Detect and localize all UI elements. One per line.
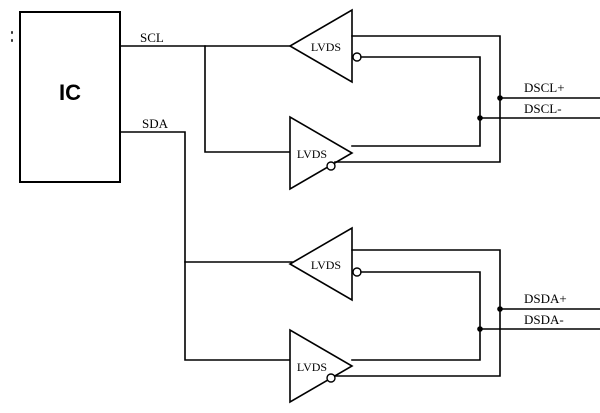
dsda-minus-label: DSDA- [524,312,564,327]
junction-dot [497,95,503,101]
dsda-plus-label: DSDA+ [524,291,567,306]
junction-dot [477,115,483,121]
lvds-buffer-1 [288,8,353,84]
buffer-4-out-plus [334,308,501,377]
ic-label: IC [59,80,81,105]
lvds-buffer-2-label: LVDS [297,147,327,161]
dsda-minus-wire [360,271,600,330]
sda-label: SDA [142,116,169,131]
lvds-buffer-4 [289,328,354,404]
dscl-minus-wire [360,56,600,119]
lvds-buffer-3 [288,226,353,302]
scl-label: SCL [140,30,164,45]
buffer-2-inverting-bubble [326,161,336,171]
buffer-4-inverting-bubble [326,373,336,383]
lvds-buffer-3-label: LVDS [311,258,341,272]
buffer-1-inverting-bubble [352,52,362,62]
buffer-2-out-plus [334,97,501,163]
dscl-plus-wire [351,35,600,99]
junction-dot [497,306,503,312]
lvds-buffer-4-label: LVDS [297,360,327,374]
ic-rect [19,11,121,183]
dscl-plus-label: DSCL+ [524,80,565,95]
dscl-minus-label: DSCL- [524,101,562,116]
junction-dot [477,326,483,332]
ic-block: IC [19,11,121,183]
lvds-buffer-1-label: LVDS [311,40,341,54]
scl-network: SCL LVDS LVDS DSCL+ DSCL- [119,8,600,191]
buffer-2-out-minus [351,117,481,147]
buffer-3-inverting-bubble [352,267,362,277]
scl-branch-wire [204,45,293,153]
sda-wire [119,131,293,263]
sda-branch-wire [184,261,293,361]
lvds-buffer-2 [289,115,354,191]
buffer-4-out-minus [351,328,481,361]
sda-network: SDA LVDS LVDS DSDA+ DSDA- [119,116,600,404]
dsda-plus-wire [351,249,600,310]
